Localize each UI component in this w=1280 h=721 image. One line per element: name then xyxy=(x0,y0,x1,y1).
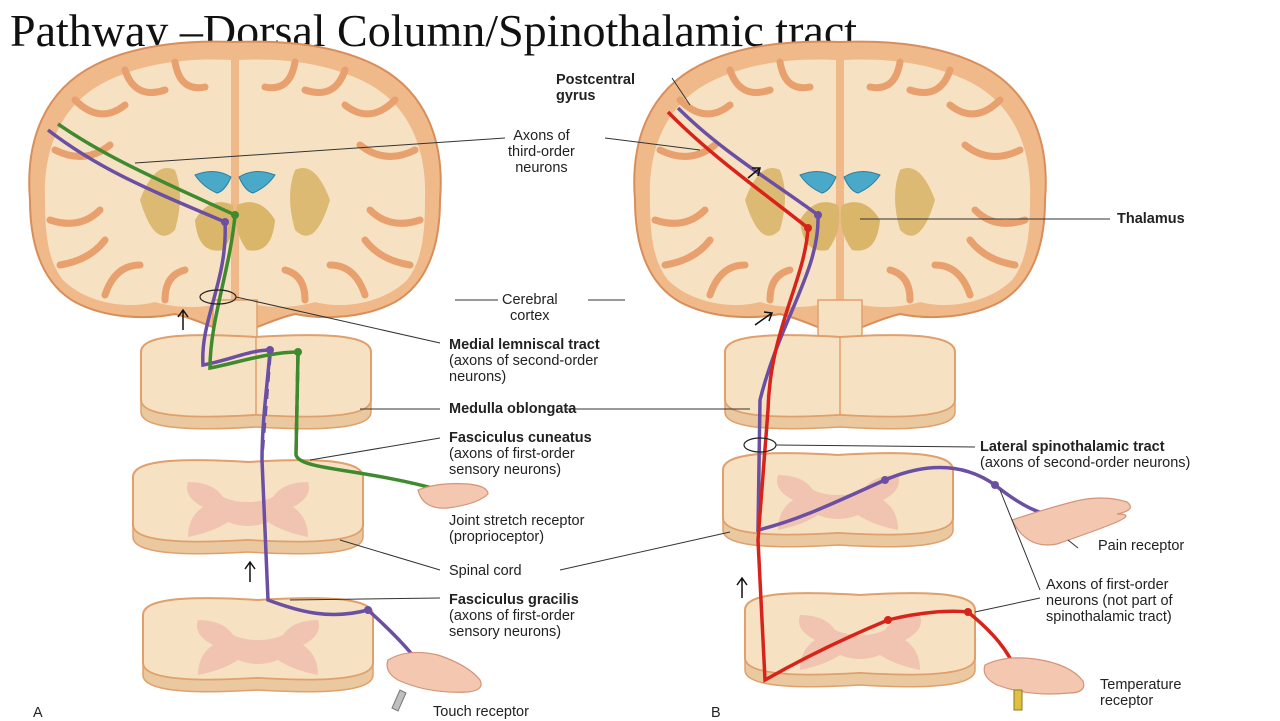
label-joint-stretch: Joint stretch receptor(proprioceptor) xyxy=(449,513,585,545)
medulla-a xyxy=(140,334,372,430)
label-medial-lemniscal: Medial lemniscal tract(axons of second-o… xyxy=(449,337,600,385)
label-medulla: Medulla oblongata xyxy=(449,401,577,417)
label-pain-receptor: Pain receptor xyxy=(1098,538,1185,554)
brain-a xyxy=(29,42,440,360)
green-tract-a xyxy=(57,122,441,492)
label-fasciculus-cuneatus: Fasciculus cuneatus(axons of first-order… xyxy=(449,430,592,478)
label-spinal-cord: Spinal cord xyxy=(449,563,522,579)
cord-a-lower xyxy=(142,597,374,693)
cord-a-upper xyxy=(132,459,364,555)
joint-hand xyxy=(417,483,489,509)
label-touch-receptor: Touch receptor xyxy=(433,704,529,720)
label-fasciculus-gracilis: Fasciculus gracilis(axons of first-order… xyxy=(449,592,579,640)
label-thalamus: Thalamus xyxy=(1117,211,1185,227)
panel-label-a: A xyxy=(33,705,43,721)
foot-b xyxy=(983,657,1085,695)
pain-hand xyxy=(1011,497,1131,546)
foot-a xyxy=(386,651,482,693)
panel-label-b: B xyxy=(711,705,721,721)
brain-b xyxy=(634,42,1045,360)
label-lateral-spinothalamic: Lateral spinothalamic tract(axons of sec… xyxy=(980,439,1191,471)
